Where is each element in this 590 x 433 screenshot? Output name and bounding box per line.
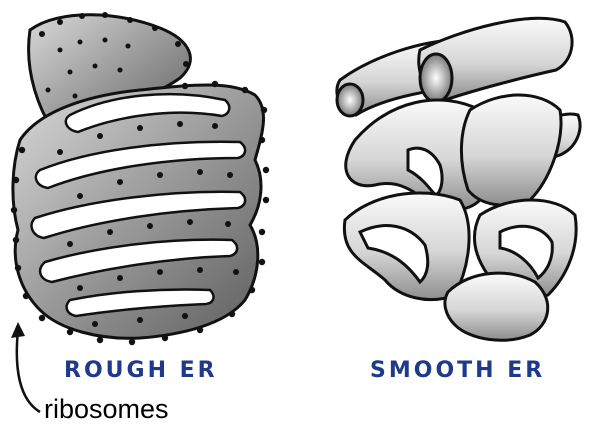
smooth-er [337,18,580,340]
rough-er [11,12,269,412]
ribosome-pointer-arrow [17,330,40,412]
ribosomes-label: ribosomes [44,394,169,425]
smooth-er-label: SMOOTH ER [370,358,545,383]
arrow-head-icon [11,322,25,338]
rough-er-label: ROUGH ER [64,358,218,383]
tube-opening-1 [337,84,363,116]
tube-opening-2 [420,54,452,102]
smooth-sheet-5 [445,273,548,340]
smooth-sheet-2 [461,95,561,205]
